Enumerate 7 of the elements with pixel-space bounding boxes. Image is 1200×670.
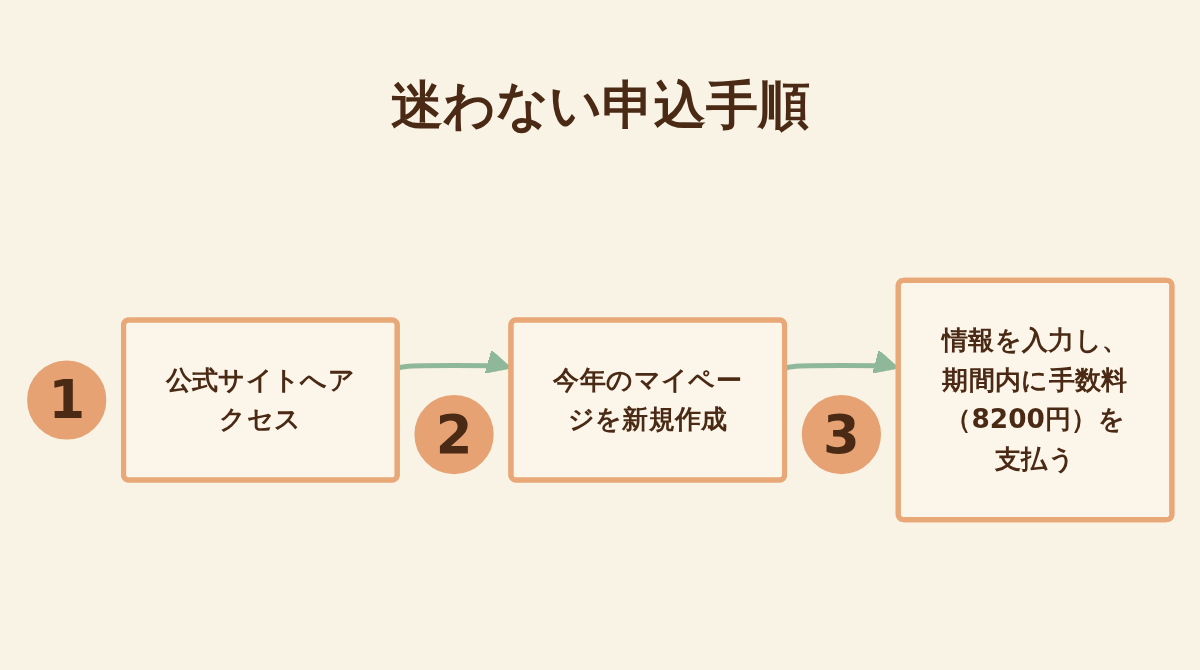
step-box: 今年のマイページを新規作成 xyxy=(508,317,788,483)
number-circle: 1 xyxy=(27,360,107,440)
title: 迷わない申込手順 xyxy=(390,74,810,137)
step-box: 情報を入力し、期間内に手数料（8200円）を支払う xyxy=(895,277,1175,523)
number-circle: 2 xyxy=(414,394,494,475)
step-box: 公式サイトへアクセス xyxy=(121,317,400,483)
number-circle: 3 xyxy=(801,394,882,475)
